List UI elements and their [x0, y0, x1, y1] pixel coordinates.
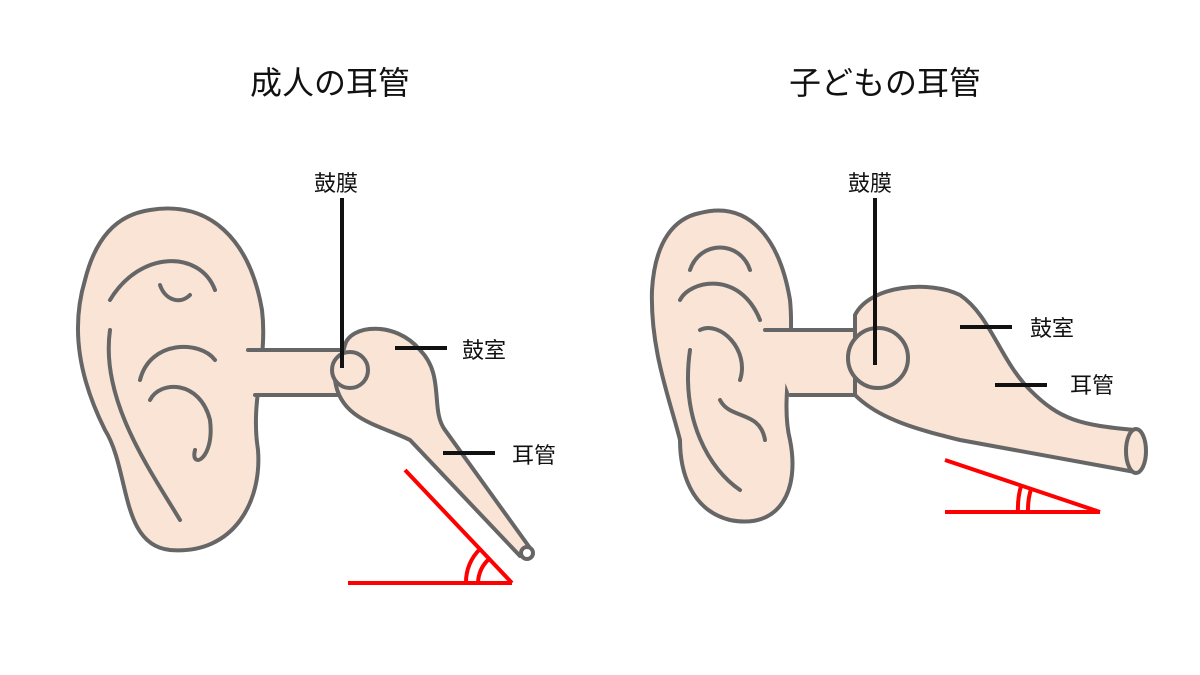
child-eardrum-label: 鼓膜	[848, 172, 893, 197]
child-middle-ear	[853, 284, 1137, 474]
adult-outer-ear	[75, 206, 266, 553]
child-eardrum-shape	[846, 326, 910, 390]
adult-eardrum-label: 鼓膜	[314, 172, 359, 197]
child-outer-ear	[649, 208, 795, 524]
adult-tube-label: 耳管	[512, 444, 557, 469]
child-title: 子どもの耳管	[788, 64, 982, 102]
child-tube-label: 耳管	[1070, 374, 1115, 399]
adult-eardrum-shape	[330, 350, 370, 390]
adult-tympanic-label: 鼓室	[462, 339, 507, 364]
adult-angle-marker	[348, 468, 514, 585]
child-tympanic-label: 鼓室	[1030, 317, 1075, 342]
adult-title: 成人の耳管	[249, 64, 411, 102]
adult-middle-ear	[333, 326, 532, 558]
child-angle-marker	[944, 458, 1101, 514]
